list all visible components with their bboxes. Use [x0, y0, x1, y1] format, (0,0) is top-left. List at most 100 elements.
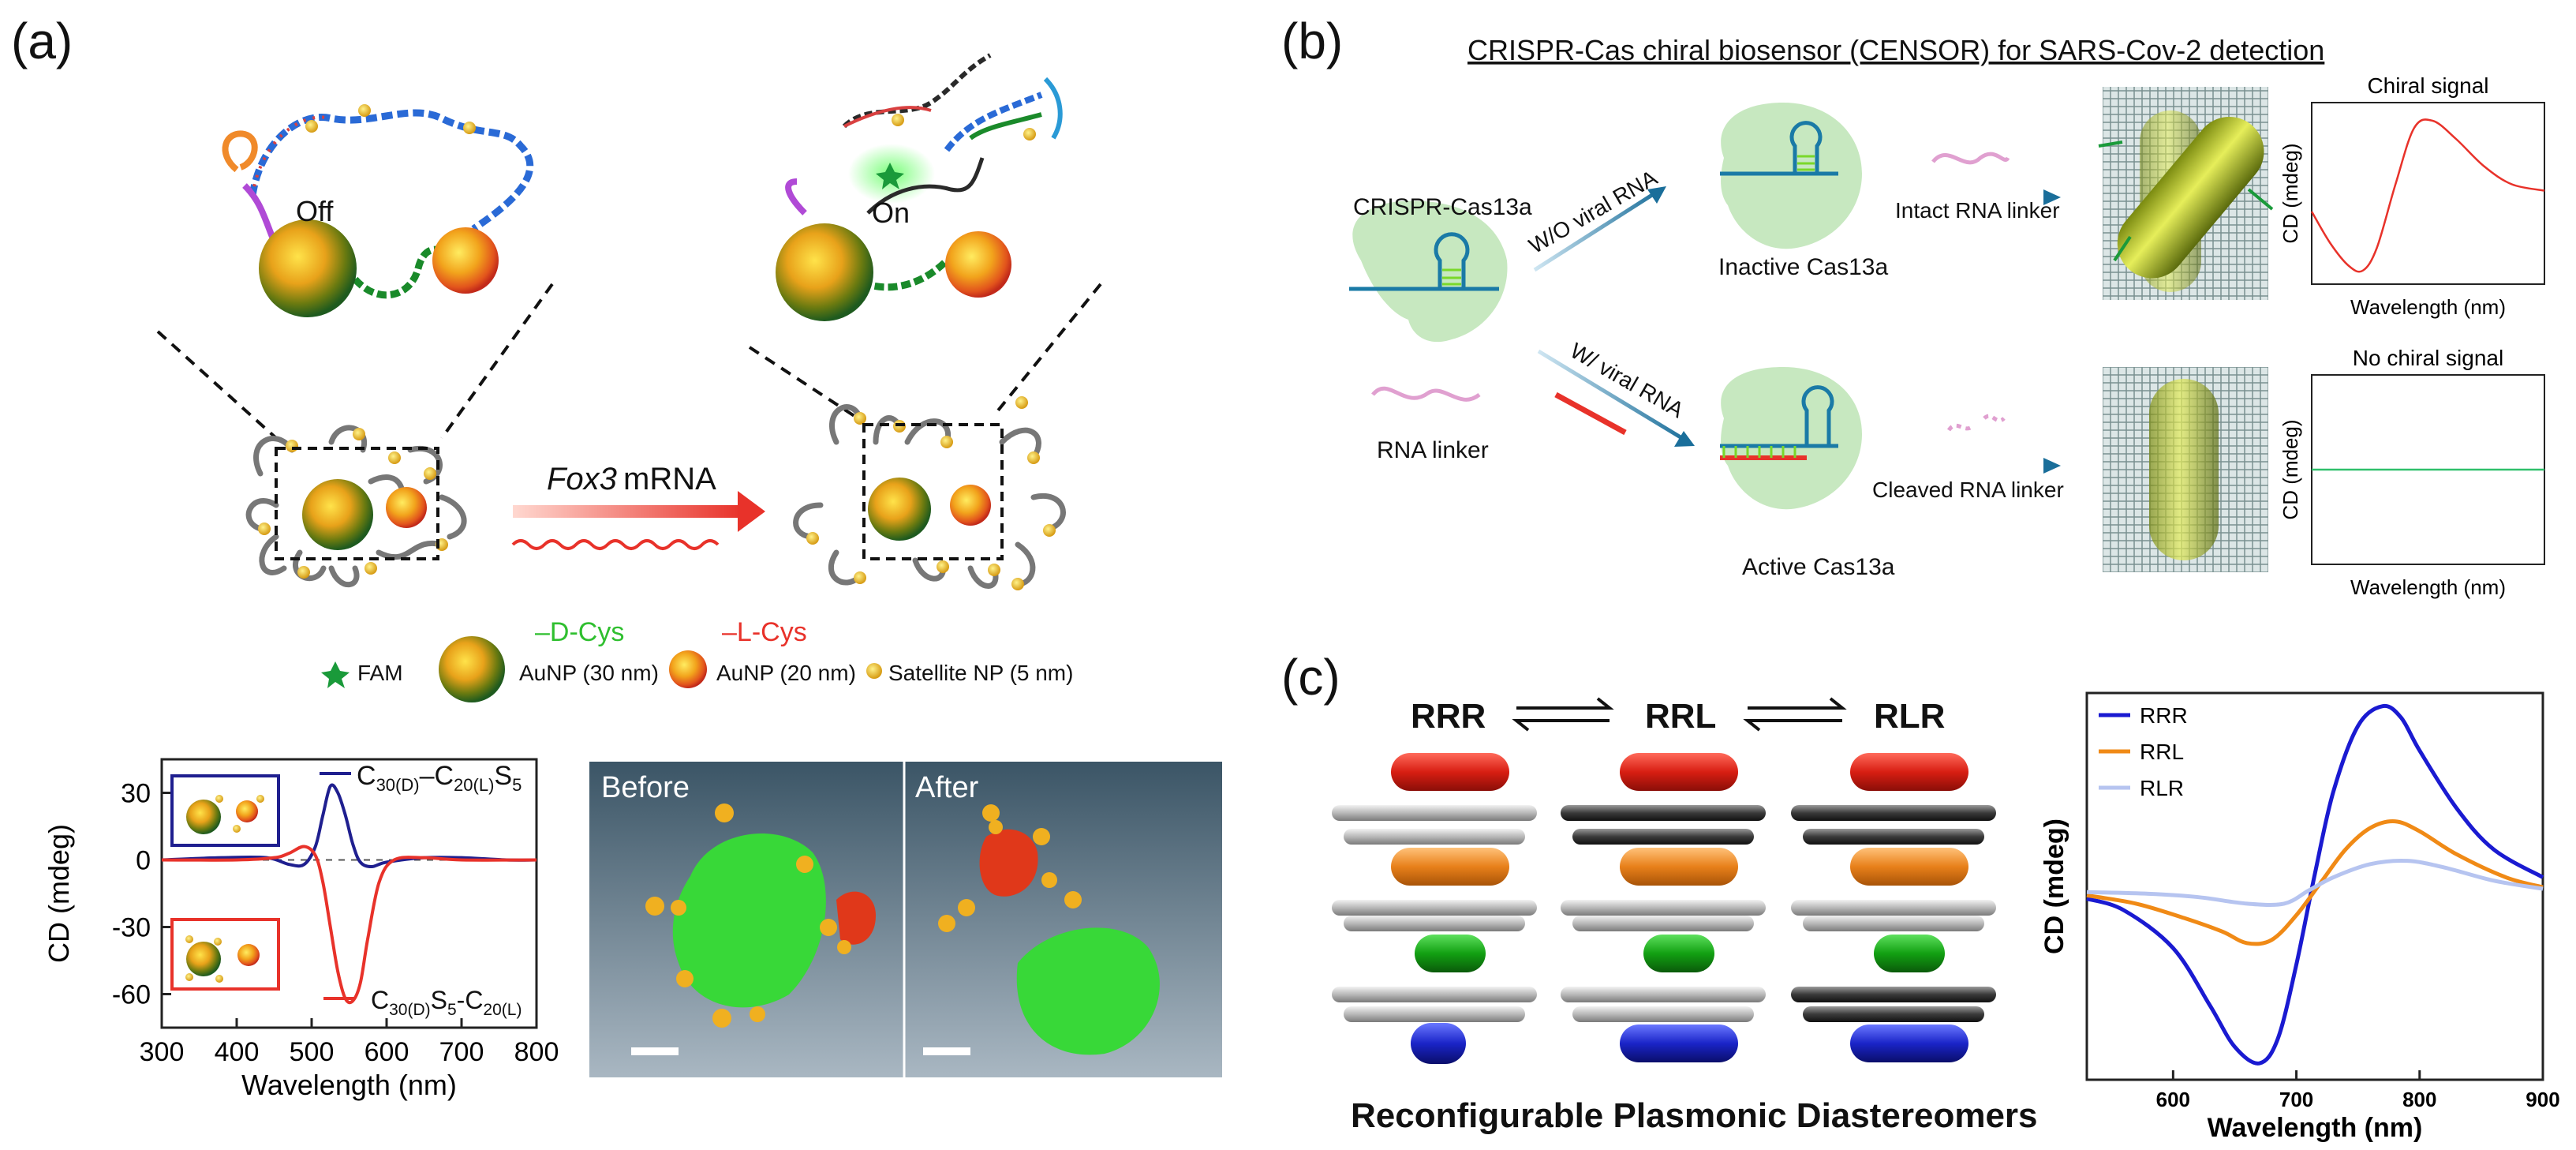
panel-a: (a) Off — [11, 13, 1222, 1101]
y-tick-label: -60 — [112, 980, 151, 1010]
y-axis-label: CD (mdeg) — [43, 824, 75, 963]
chart-a-annotations: C30(D)–C20(L)S5 C30(D)S5-C20(L) — [320, 761, 522, 1019]
chart-title: No chiral signal — [2353, 346, 2503, 370]
microscopy-image: Before After — [589, 762, 1222, 1077]
panel-c-caption: Reconfigurable Plasmonic Diastereomers — [1351, 1096, 2038, 1135]
aunp20-icon — [669, 650, 707, 688]
intact-label: Intact RNA linker — [1895, 198, 2060, 223]
dna-origami-layer — [1572, 829, 1754, 845]
state-rrl: RRL — [1645, 697, 1716, 736]
panel-b: (b) CRISPR-Cas chiral biosensor (CENSOR)… — [1281, 13, 2545, 599]
y-tick-label: 30 — [121, 779, 151, 809]
nanorod — [1850, 1025, 1968, 1062]
x-axis-label: Wavelength (nm) — [2350, 295, 2506, 319]
x-tick-label: 800 — [2402, 1088, 2436, 1111]
cleaved-label: Cleaved RNA linker — [1872, 478, 2064, 502]
nanorod — [1850, 848, 1968, 886]
x-tick-label: 700 — [439, 1037, 484, 1067]
x-axis-label: Wavelength (nm) — [2350, 575, 2506, 599]
fox3-arrow: Fox3 mRNA — [511, 462, 765, 550]
panel-b-title: CRISPR-Cas chiral biosensor (CENSOR) for… — [1467, 34, 2324, 66]
dna-origami-layer — [1344, 916, 1525, 931]
y-axis-label: CD (mdeg) — [2279, 419, 2302, 519]
y-axis-label: CD (mdeg) — [2039, 818, 2069, 954]
nanorod — [1391, 753, 1509, 791]
legend-satellite: Satellite NP (5 nm) — [888, 661, 1073, 685]
legend-d-cys: –D-Cys — [535, 617, 624, 647]
nanorod-image-bottom — [2103, 367, 2268, 572]
plot-frame — [2311, 102, 2545, 285]
x-axis-label: Wavelength (nm) — [241, 1069, 457, 1101]
off-state-illustration: Off — [222, 104, 534, 317]
fam-star-icon — [321, 661, 350, 688]
nanorod — [1411, 1023, 1466, 1064]
nanorod — [1874, 935, 1945, 972]
y-tick-label: -30 — [112, 913, 151, 943]
nanorod — [1643, 935, 1714, 972]
inactive-label: Inactive Cas13a — [1718, 254, 1888, 280]
rna-linker-label: RNA linker — [1377, 437, 1489, 463]
dna-origami-layer — [1332, 805, 1537, 821]
dna-origami-layer — [1561, 805, 1766, 821]
x-axis-label: Wavelength (nm) — [2208, 1113, 2423, 1143]
diastereomer-stacks — [1332, 753, 1996, 1064]
nanorod — [1391, 848, 1509, 886]
series-line — [161, 845, 537, 1005]
legend-label: RRR — [2140, 703, 2188, 728]
equilibrium-arrows — [1512, 697, 1847, 732]
panel-c: (c) RRR RRL RLR Reconfigurable Plasmonic… — [1281, 649, 2560, 1143]
satellite-icon — [866, 663, 882, 679]
active-cas13a: Active Cas13a — [1720, 367, 1895, 580]
dna-origami-layer — [1572, 1006, 1754, 1022]
svg-text:C30(D)S5-C20(L): C30(D)S5-C20(L) — [371, 986, 522, 1019]
x-tick-label: 400 — [215, 1037, 260, 1067]
legend-l-cys: –L-Cys — [722, 617, 807, 647]
panel-b-label: (b) — [1281, 13, 1343, 69]
dna-origami-layer — [1561, 987, 1766, 1002]
dna-origami-layer — [1561, 900, 1766, 916]
y-axis-label: CD (mdeg) — [2279, 143, 2302, 243]
crispr-complex: CRISPR-Cas13a RNA linker — [1349, 194, 1532, 463]
dna-origami-layer — [1791, 900, 1996, 916]
dna-origami-layer — [1332, 900, 1537, 916]
x-tick-label: 300 — [140, 1037, 185, 1067]
dna-origami-layer — [1791, 987, 1996, 1002]
chart-a-insets — [170, 774, 280, 991]
y-tick-label: 0 — [136, 846, 151, 876]
x-tick-label: 900 — [2526, 1088, 2559, 1111]
x-tick-label: 600 — [2156, 1088, 2190, 1111]
panel-a-legend: –D-Cys –L-Cys FAM AuNP (30 nm) AuNP (20 … — [321, 617, 1073, 702]
on-label: On — [872, 197, 910, 229]
series-line — [2310, 118, 2545, 273]
dna-origami-layer — [1803, 916, 1984, 931]
dna-origami-layer — [1344, 829, 1525, 845]
dna-origami-layer — [1803, 829, 1984, 845]
plot-frame — [160, 758, 538, 1029]
nanorod — [1620, 848, 1738, 886]
arrow-label-gene: Fox3 — [547, 462, 617, 496]
cluster-after — [793, 396, 1066, 590]
arrow-label-suffix: mRNA — [623, 462, 716, 496]
wo-viral-label: W/O viral RNA — [1525, 165, 1662, 258]
chart-b-bottom: Wavelength (nm) CD (mdeg) No chiral signal — [2279, 346, 2545, 599]
dna-origami-layer — [1572, 916, 1754, 931]
dna-origami-layer — [1791, 805, 1996, 821]
series-line — [2086, 859, 2544, 907]
chart-title: Chiral signal — [2367, 73, 2488, 98]
x-tick-label: 800 — [514, 1037, 559, 1067]
scale-bar-after — [923, 1047, 970, 1055]
x-tick-label: 600 — [365, 1037, 409, 1067]
nanorod-image-top — [2098, 87, 2274, 300]
x-tick-label: 700 — [2279, 1088, 2313, 1111]
legend-label: RRL — [2140, 740, 2184, 764]
legend-aunp30: AuNP (30 nm) — [519, 661, 659, 685]
crispr-label: CRISPR-Cas13a — [1353, 194, 1532, 220]
panel-a-label: (a) — [11, 13, 73, 69]
legend-fam: FAM — [357, 661, 403, 685]
state-rlr: RLR — [1874, 697, 1945, 736]
legend-aunp20: AuNP (20 nm) — [716, 661, 856, 685]
scale-bar-before — [631, 1047, 679, 1055]
